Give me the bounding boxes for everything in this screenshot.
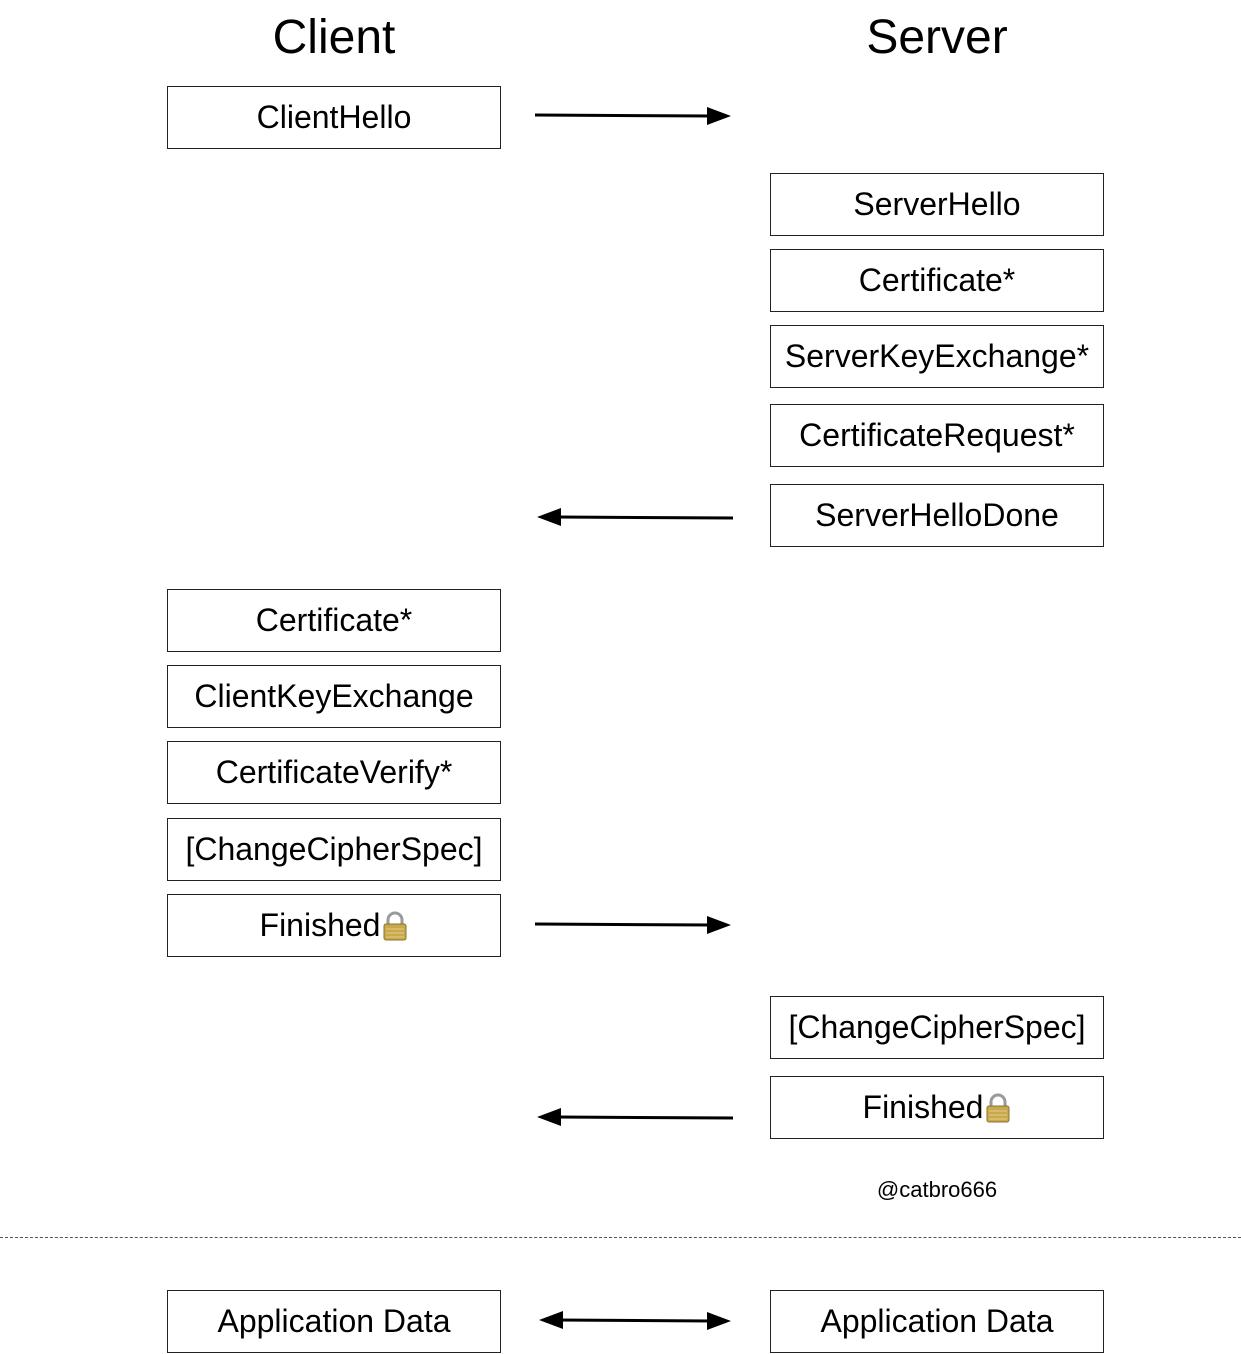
certificate-verify-label: CertificateVerify* [215, 754, 453, 790]
server-change-cipher-spec-box: [ChangeCipherSpec] [770, 996, 1104, 1059]
server-finished-arrowhead [537, 1108, 561, 1126]
client-hello-label: ClientHello [256, 99, 412, 135]
lock-icon [986, 1093, 1010, 1122]
client-hello-arrow [534, 113, 713, 118]
server-certificate-label: Certificate* [858, 262, 1016, 298]
client-finished-arrowhead [707, 916, 731, 934]
server-application-data-label: Application Data [820, 1303, 1054, 1339]
client-finished-label: Finished [259, 907, 381, 943]
client-key-exchange-box: ClientKeyExchange [167, 665, 501, 728]
client-application-data-box: Application Data [167, 1290, 501, 1353]
server-hello-done-label: ServerHelloDone [815, 497, 1059, 533]
application-data-arrow [557, 1318, 713, 1323]
client-hello-box: ClientHello [167, 86, 501, 149]
application-data-arrowhead-right [707, 1312, 731, 1330]
server-finished-label: Finished [862, 1089, 984, 1125]
lock-icon [383, 911, 407, 940]
server-hello-label: ServerHello [853, 186, 1021, 222]
client-hello-arrowhead [707, 107, 731, 125]
server-hello-done-arrowhead [537, 508, 561, 526]
server-certificate-box: Certificate* [770, 249, 1104, 312]
server-hello-box: ServerHello [770, 173, 1104, 236]
server-change-cipher-spec-label: [ChangeCipherSpec] [788, 1009, 1086, 1045]
client-application-data-label: Application Data [217, 1303, 451, 1339]
client-certificate-label: Certificate* [255, 602, 413, 638]
client-column-title: Client [272, 11, 396, 64]
client-change-cipher-spec-box: [ChangeCipherSpec] [167, 818, 501, 881]
server-key-exchange-box: ServerKeyExchange* [770, 325, 1104, 388]
server-finished-arrow [556, 1115, 734, 1120]
server-column-title: Server [866, 11, 1008, 64]
server-application-data-box: Application Data [770, 1290, 1104, 1353]
server-hello-done-arrow [556, 515, 734, 520]
certificate-verify-box: CertificateVerify* [167, 741, 501, 804]
client-certificate-box: Certificate* [167, 589, 501, 652]
application-data-arrowhead-left [539, 1311, 563, 1329]
server-finished-box: Finished [770, 1076, 1104, 1139]
server-key-exchange-label: ServerKeyExchange* [784, 338, 1090, 374]
client-finished-arrow [534, 922, 713, 927]
certificate-request-label: CertificateRequest* [799, 417, 1075, 453]
handshake-divider [0, 1237, 1241, 1238]
client-finished-box: Finished [167, 894, 501, 957]
author-signature: @catbro666 [876, 1177, 998, 1202]
client-change-cipher-spec-label: [ChangeCipherSpec] [185, 831, 483, 867]
client-key-exchange-label: ClientKeyExchange [194, 678, 474, 714]
certificate-request-box: CertificateRequest* [770, 404, 1104, 467]
server-hello-done-box: ServerHelloDone [770, 484, 1104, 547]
